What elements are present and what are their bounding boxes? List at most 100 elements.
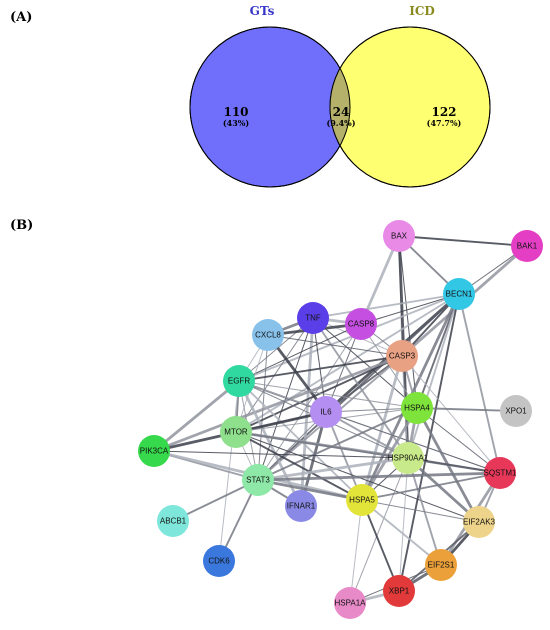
node-tnf-label: TNF — [305, 314, 321, 323]
node-stat3-label: STAT3 — [246, 476, 270, 485]
node-bax: BAX — [383, 220, 415, 252]
edge-mtor-hspa5 — [235, 431, 363, 501]
node-eif2s1-label: EIF2S1 — [428, 561, 455, 570]
icd-only-percent: (47.7%) — [427, 118, 462, 128]
edge-becn1-tnf — [312, 293, 460, 319]
gts-only-count: 110 — [223, 105, 248, 119]
node-xpo1-circle — [500, 395, 532, 427]
edge-cxcl8-casp3 — [267, 334, 403, 357]
node-stat3-circle — [242, 464, 274, 496]
node-hsp90aa1-circle — [392, 442, 424, 474]
edge-cxcl8-il6 — [266, 334, 328, 413]
set-icd-circle — [329, 26, 491, 188]
venn-diagram: GTs ICD 110 (43%) 24 (9.4%) 122 (47.7%) — [189, 4, 491, 188]
node-cxcl8: CXCL8 — [252, 319, 284, 351]
edge-hspa5-hspa1a — [349, 499, 363, 604]
node-casp8-label: CASP8 — [348, 320, 375, 329]
node-becn1-label: BECN1 — [446, 290, 473, 299]
overlap-count: 24 — [333, 105, 350, 119]
node-hspa1a: HSPA1A — [334, 587, 366, 619]
edge-hspa4-xpo1 — [416, 407, 517, 412]
panel-b-label: (B) — [10, 218, 33, 233]
edge-hsp90aa1-hspa1a — [349, 457, 409, 604]
edge-il6-sqstm1 — [325, 411, 501, 474]
node-pik3ca-circle — [138, 435, 170, 467]
edge-hsp90aa1-stat3 — [257, 456, 409, 482]
edge-hsp90aa1-pik3ca — [153, 450, 409, 459]
node-ifnar1-circle — [285, 490, 317, 522]
node-bak1-label: BAK1 — [517, 242, 538, 251]
edge-tnf-egfr — [238, 317, 314, 382]
node-hspa1a-label: HSPA1A — [335, 599, 367, 608]
edge-hspa4-stat3 — [257, 407, 418, 481]
edge-becn1-mtor — [235, 293, 460, 433]
edge-hspa5-eif2s1 — [361, 499, 442, 566]
node-hsp90aa1: HSP90AA1 — [388, 442, 429, 474]
edge-casp3-mtor — [235, 355, 403, 433]
node-bak1-circle — [511, 230, 543, 262]
edge-casp3-egfr — [238, 355, 403, 382]
node-abcb1: ABCB1 — [157, 505, 189, 537]
panel-a-label: (A) — [10, 10, 32, 25]
node-mtor-circle — [220, 416, 252, 448]
edge-casp8-egfr — [238, 323, 362, 382]
node-hspa1a-circle — [334, 587, 366, 619]
edge-hspa5-sqstm1 — [361, 472, 501, 501]
node-egfr: EGFR — [223, 365, 255, 397]
node-eif2ak3-circle — [463, 506, 495, 538]
node-ifnar1: IFNAR1 — [285, 490, 317, 522]
node-hspa4: HSPA4 — [401, 392, 433, 424]
icd-only-count: 122 — [431, 105, 456, 119]
node-cdk6: CDK6 — [203, 545, 235, 577]
set-gts-outline — [189, 26, 351, 188]
edge-becn1-xbp1 — [398, 293, 460, 592]
edge-stat3-sqstm1 — [257, 471, 501, 482]
edge-hspa4-sqstm1 — [416, 407, 501, 474]
edge-cxcl8-stat3 — [257, 334, 269, 481]
node-xpo1: XPO1 — [500, 395, 532, 427]
node-cdk6-label: CDK6 — [208, 557, 230, 566]
node-xpo1-label: XPO1 — [505, 407, 527, 416]
node-eif2ak3: EIF2AK3 — [463, 506, 496, 538]
node-mtor-label: MTOR — [224, 428, 248, 437]
node-hspa5-circle — [346, 484, 378, 516]
edge-tnf-hspa4 — [312, 317, 418, 409]
node-bax-label: BAX — [391, 232, 408, 241]
node-tnf: TNF — [297, 302, 329, 334]
edge-becn1-sqstm1 — [458, 293, 501, 474]
node-casp3: CASP3 — [386, 340, 418, 372]
node-egfr-circle — [223, 365, 255, 397]
edge-becn1-casp8 — [360, 293, 460, 325]
node-becn1-circle — [443, 278, 475, 310]
node-cdk6-circle — [203, 545, 235, 577]
node-xbp1-circle — [383, 575, 415, 607]
set-icd-outline — [329, 26, 491, 188]
node-ifnar1-label: IFNAR1 — [287, 502, 316, 511]
edge-hsp90aa1-xbp1 — [398, 457, 409, 592]
edge-il6-stat3 — [257, 411, 327, 481]
node-sqstm1-label: SQSTM1 — [484, 469, 517, 478]
node-becn1: BECN1 — [443, 278, 475, 310]
node-casp3-label: CASP3 — [389, 352, 416, 361]
edge-casp3-sqstm1 — [401, 355, 501, 474]
gts-only-percent: (43%) — [223, 118, 250, 128]
node-hspa5-label: HSPA5 — [349, 496, 375, 505]
edge-casp3-pik3ca — [153, 354, 403, 453]
node-il6-label: IL6 — [320, 408, 332, 417]
node-pik3ca: PIK3CA — [138, 435, 170, 467]
node-pik3ca-label: PIK3CA — [140, 447, 169, 456]
node-cxcl8-label: CXCL8 — [255, 331, 281, 340]
node-sqstm1-circle — [484, 457, 516, 489]
node-bak1: BAK1 — [511, 230, 543, 262]
node-bax-circle — [383, 220, 415, 252]
node-casp3-circle — [386, 340, 418, 372]
edge-bax-hspa4 — [398, 235, 418, 409]
node-hspa4-circle — [401, 392, 433, 424]
node-stat3: STAT3 — [242, 464, 274, 496]
set-gts-title: GTs — [250, 4, 275, 18]
node-egfr-label: EGFR — [228, 377, 250, 386]
edge-egfr-pik3ca — [153, 379, 240, 453]
node-eif2s1: EIF2S1 — [425, 549, 457, 581]
